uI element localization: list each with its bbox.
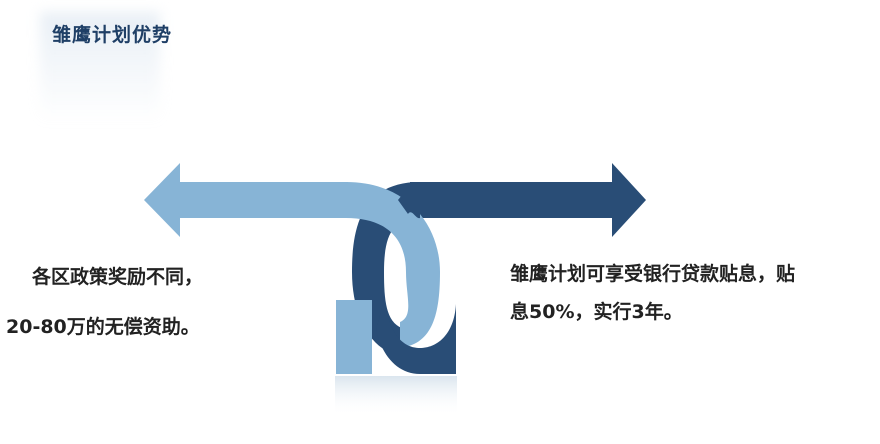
right-benefit-line-2: 息50%，实行3年。 [510,301,683,323]
right-benefit-text: 雏鹰计划可享受银行贷款贴息，贴 息50%，实行3年。 [510,255,880,331]
page-title: 雏鹰计划优势 [52,24,173,46]
left-benefit-line-2: 20-80万的无偿资助。 [6,316,200,338]
right-benefit-line-1: 雏鹰计划可享受银行贷款贴息，贴 [510,263,796,285]
light-arrow [144,163,440,374]
dark-arrowhead [612,163,646,237]
light-arrowhead [144,163,180,237]
left-benefit-text: 各区政策奖励不同， 20-80万的无偿资助。 [6,252,266,352]
title-glow [40,12,160,122]
dark-loop-front [376,182,456,374]
left-benefit-line-1: 各区政策奖励不同， [32,266,204,288]
loop-reflection [335,376,457,416]
